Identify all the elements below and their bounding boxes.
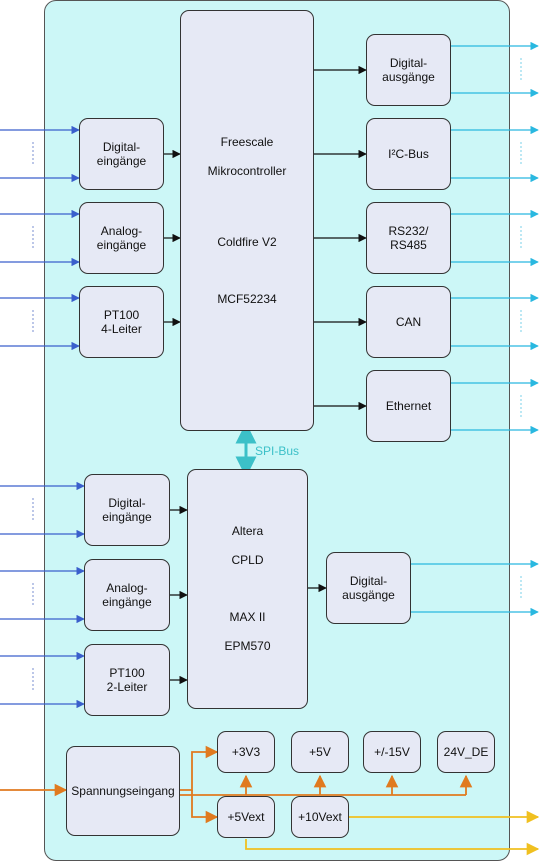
cpld-vendor: Altera [231,524,264,539]
label: Analog- [100,223,143,238]
cpld-type: CPLD [231,553,264,568]
rail-15v: +/-15V [363,731,421,773]
label: Digital- [102,139,141,154]
label: eingänge [102,510,152,524]
mcu-digital-outputs: Digital- ausgänge [366,34,451,106]
mcu-analog-inputs: Analog-eingänge [79,202,164,274]
cpld-analog-inputs: Analog-eingänge [84,559,170,631]
label: eingänge [96,238,147,252]
rail-3v3: +3V3 [217,731,275,773]
rs232-rs485: RS232/ RS485 [366,202,451,274]
cpld-block: Altera CPLD MAX II EPM570 [187,469,308,709]
ext-10v: +10Vext [291,796,349,838]
label: Analog- [106,580,148,595]
cpld-digital-outputs: Digital- ausgänge [326,552,411,624]
label: PT100 [109,665,145,680]
label: PT100 [103,307,140,322]
label: eingänge [102,595,152,609]
mcu-type: Mikrocontroller [207,163,287,178]
ext-5v: +5Vext [217,796,275,838]
mcu-part: MCF52234 [217,291,277,306]
cpld-family: MAX II [229,610,266,625]
mcu-block: Freescale Mikrocontroller Coldfire V2 MC… [180,10,314,431]
mcu-digital-inputs: Digital-eingänge [79,118,164,190]
mcu-vendor: Freescale [220,134,274,149]
cpld-part: EPM570 [224,639,271,654]
i2c-bus: I²C-Bus [366,118,451,190]
mcu-family: Coldfire V2 [217,234,277,249]
label: Digital- [108,495,146,510]
label: 4-Leiter [101,322,142,336]
label: eingänge [96,154,147,168]
label: 2-Leiter [106,680,148,694]
spi-bus-label: SPI-Bus [255,444,300,458]
power-input: Spannungseingang [66,746,180,836]
can-bus: CAN [366,286,451,358]
rail-5v: +5V [291,731,349,773]
ethernet: Ethernet [366,370,451,442]
rail-24v-de: 24V_DE [437,731,495,773]
cpld-digital-inputs: Digital-eingänge [84,474,170,546]
